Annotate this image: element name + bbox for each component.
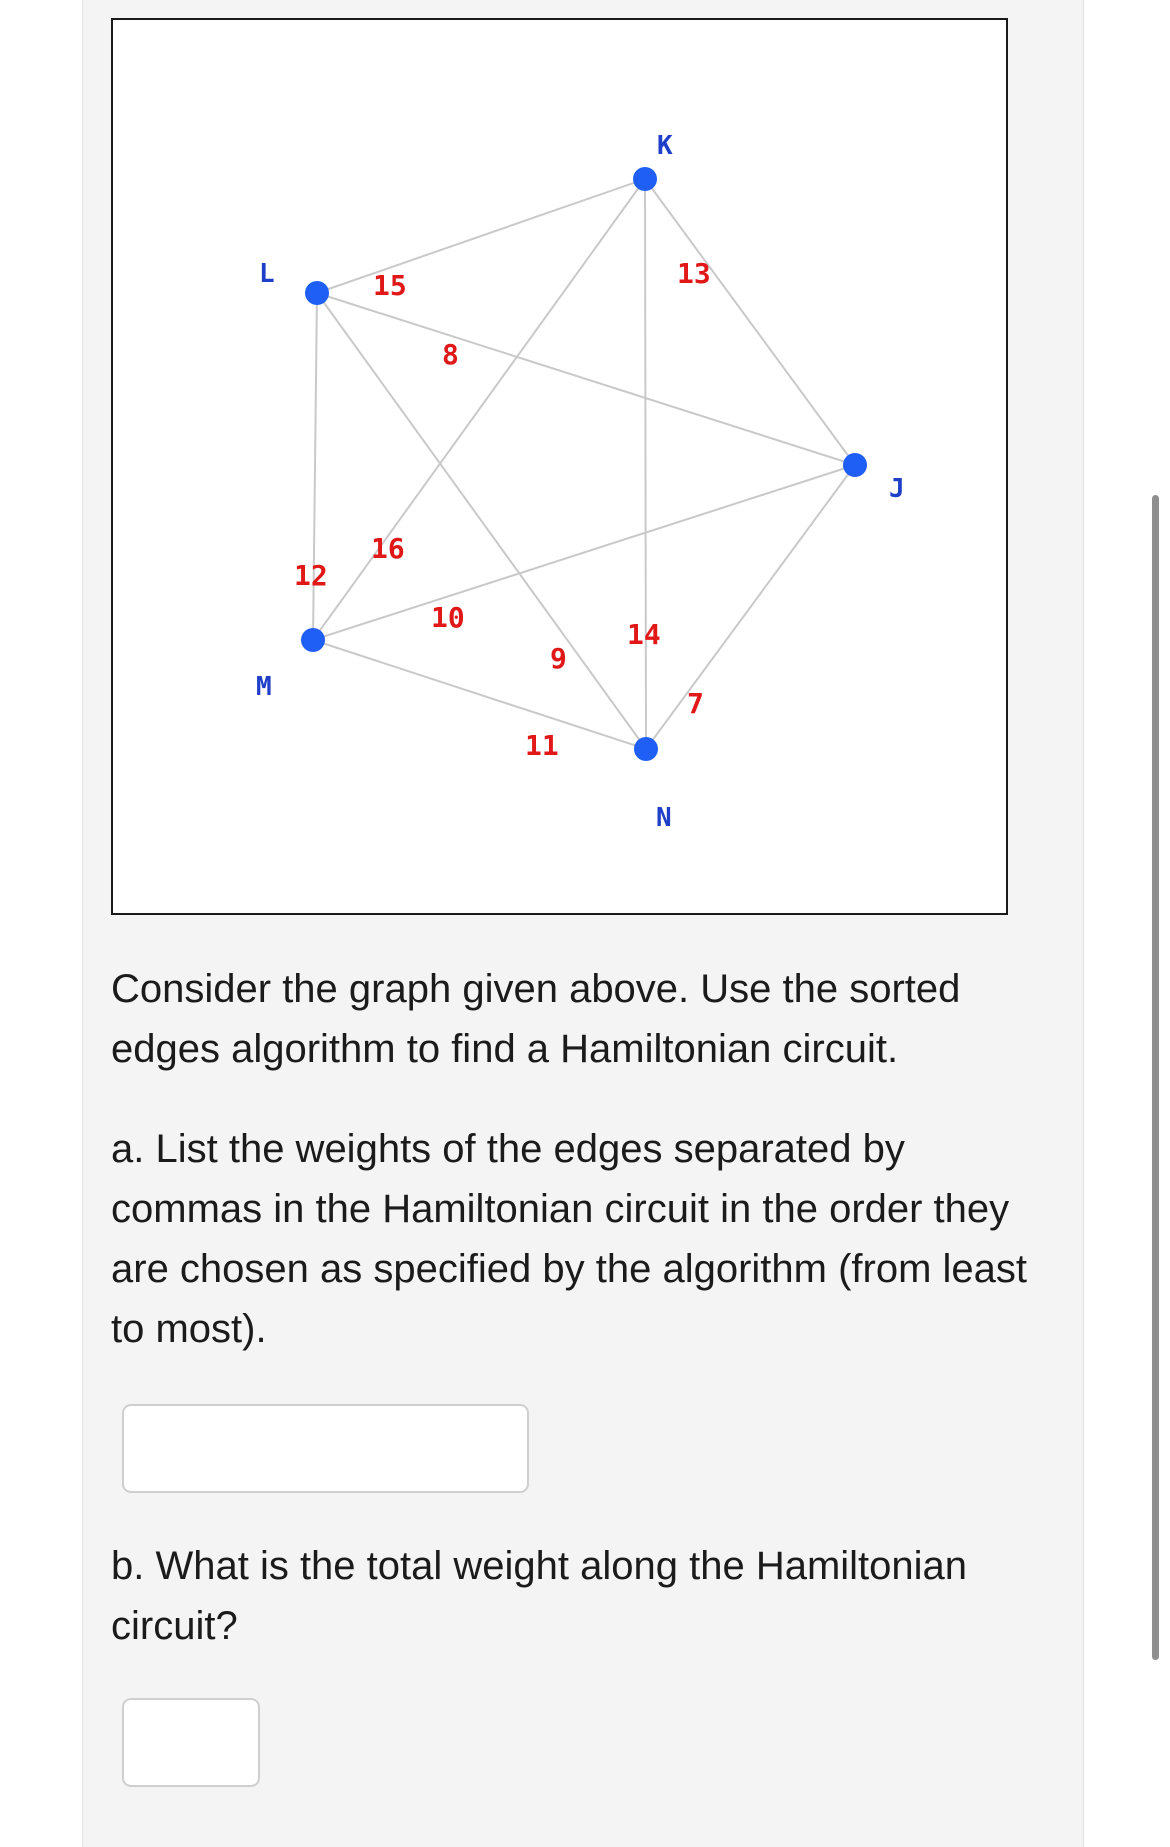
weight-label-J-N: 7 — [687, 687, 704, 720]
weight-label-M-N: 11 — [525, 729, 559, 762]
edge-L-N — [316, 292, 647, 750]
edge-L-M — [312, 292, 318, 641]
weight-label-K-J: 13 — [677, 257, 711, 290]
part-a-question: a. List the weights of the edges separat… — [111, 1127, 1027, 1351]
vertex-label-N: N — [656, 803, 672, 833]
weight-label-L-K: 15 — [373, 269, 407, 302]
vertex-M — [301, 628, 325, 652]
edge-L-J — [316, 292, 856, 466]
vertex-label-K: K — [657, 131, 673, 161]
part-b-question: b. What is the total weight along the Ha… — [111, 1544, 968, 1648]
graph-svg: K L J M N 15 8 9 12 16 10 11 13 14 7 — [256, 131, 905, 833]
vertex-label-J: J — [889, 474, 905, 504]
vertex-N — [634, 737, 658, 761]
edge-M-K — [312, 178, 646, 641]
graph-figure: K L J M N 15 8 9 12 16 10 11 13 14 7 — [111, 18, 1008, 915]
question-prompt: Consider the graph given above. Use the … — [111, 967, 961, 1071]
vertex-label-M: M — [256, 672, 272, 702]
edge-M-N — [312, 639, 647, 750]
edge-L-K — [316, 178, 646, 294]
part-a-answer-input[interactable] — [122, 1404, 529, 1493]
edge-K-J — [644, 178, 856, 466]
vertex-L — [305, 281, 329, 305]
vertex-label-L: L — [259, 259, 275, 289]
weight-label-K-N: 14 — [627, 618, 661, 651]
weight-label-L-J: 8 — [442, 338, 459, 371]
vertex-K — [633, 167, 657, 191]
weight-label-M-J: 10 — [431, 601, 465, 634]
page-scrollbar[interactable] — [1152, 495, 1159, 1660]
edge-M-J — [312, 464, 856, 641]
vertex-J — [843, 453, 867, 477]
weight-label-L-M: 12 — [294, 559, 328, 592]
weight-label-M-K: 16 — [371, 532, 405, 565]
weight-label-L-N: 9 — [550, 642, 567, 675]
edge-J-N — [645, 464, 856, 750]
edge-K-N — [644, 178, 647, 750]
part-b-answer-input[interactable] — [122, 1698, 260, 1787]
